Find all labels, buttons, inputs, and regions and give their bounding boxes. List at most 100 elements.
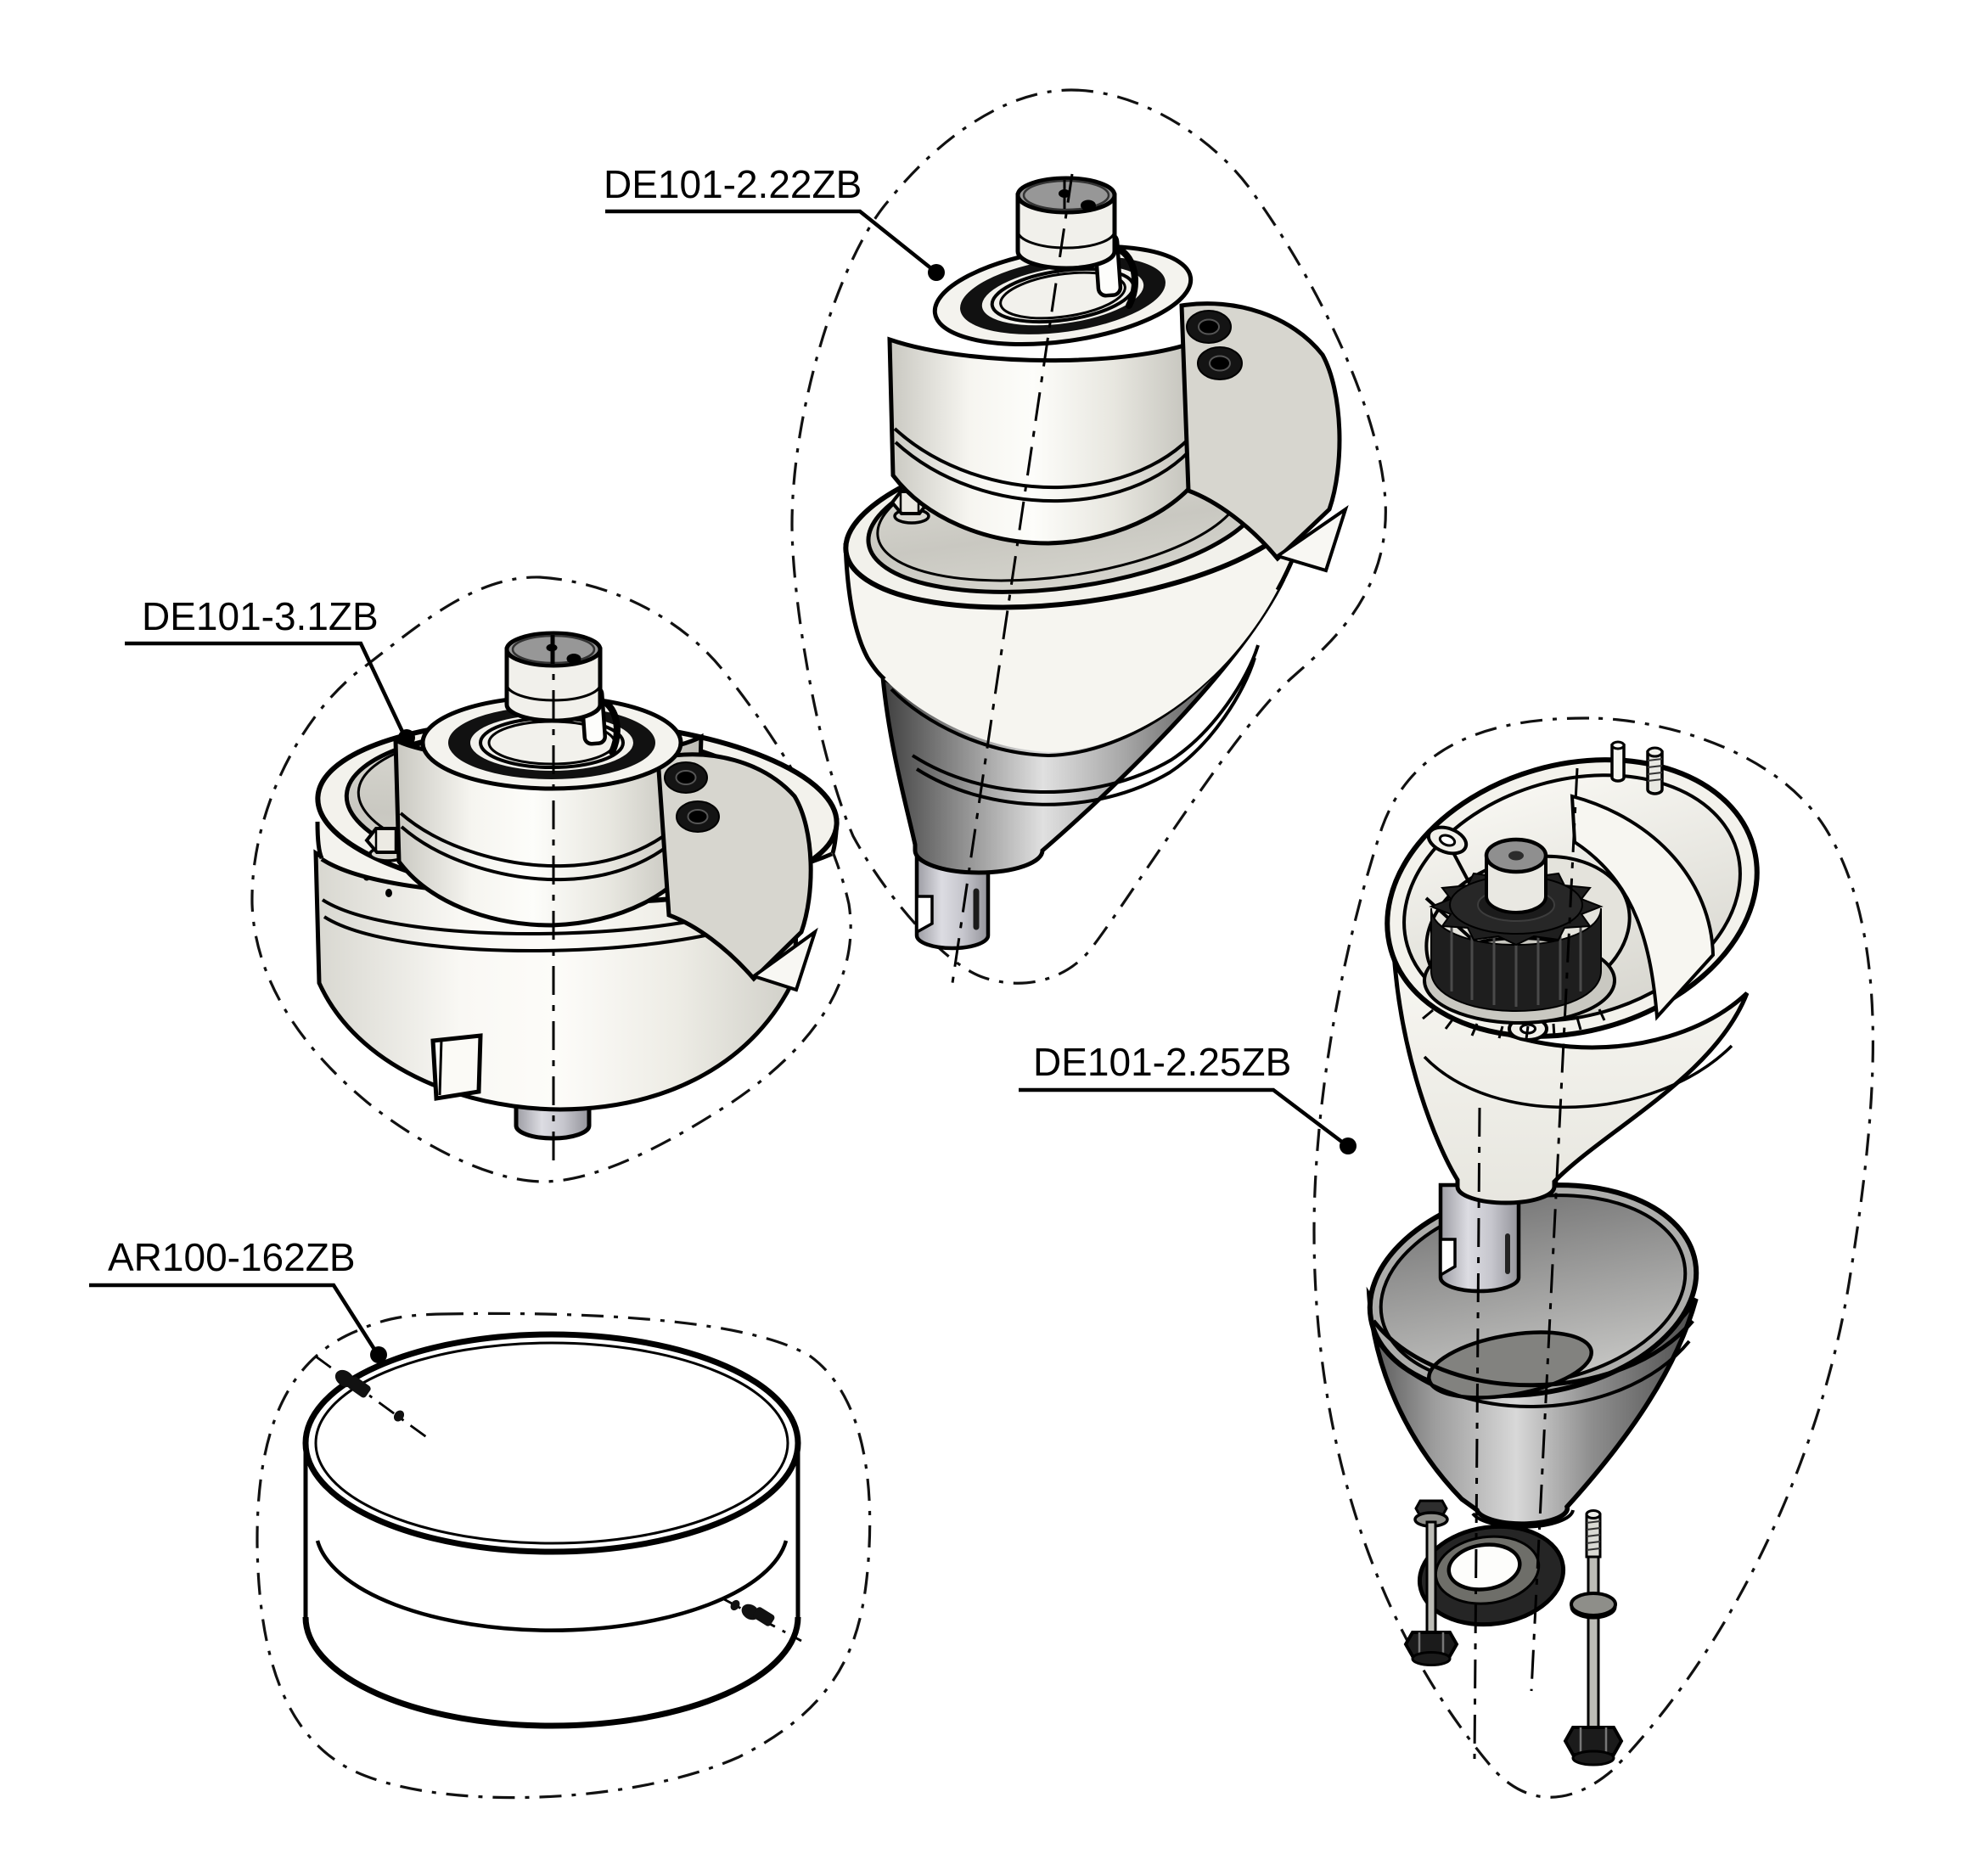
- gear-hub: [1484, 837, 1548, 914]
- housing-cone: [1390, 945, 1750, 1205]
- shaft-notch: [1439, 1238, 1457, 1278]
- bowl-band-1: [1372, 1319, 1694, 1388]
- housing-cone-seam: [1423, 1044, 1733, 1109]
- bolt-facets: [374, 828, 397, 852]
- drive-unit-drawing-left: [313, 631, 840, 1170]
- assembly-exploded: DE101-2.25ZB: [1019, 716, 1875, 1799]
- bolt-thread-top: [1585, 1509, 1602, 1519]
- part-number-text: AR100-162ZB: [108, 1235, 356, 1279]
- ring-sides: [303, 1443, 800, 1617]
- leader-dot: [1340, 1137, 1357, 1154]
- part-number-text: DE101-2.22ZB: [604, 162, 862, 206]
- cap-hole-side: [566, 654, 581, 664]
- bowl-interior-bottom: [1427, 1330, 1593, 1400]
- drum-notch-edge: [438, 1038, 443, 1096]
- drum-dot2: [385, 889, 392, 897]
- bracket-gusset: [1273, 505, 1349, 573]
- ring-screw-upper-left: [315, 1355, 432, 1442]
- bolt-right: [1563, 1509, 1624, 1766]
- leader-dot: [370, 1346, 387, 1363]
- screw-body: [347, 1376, 371, 1398]
- bracket-gusset: [750, 927, 818, 992]
- assembly-left-drive-unit: DE101-3.1ZB: [125, 576, 852, 1183]
- stud-top: [1610, 740, 1626, 750]
- leader-dot: [928, 264, 945, 281]
- ring-top-outer: [302, 1331, 801, 1555]
- leader-line: [605, 209, 934, 271]
- ring-bottom-arc: [302, 1616, 801, 1729]
- bolt-collar-edge: [1570, 1606, 1617, 1620]
- bolt-shank: [1587, 1555, 1600, 1730]
- rim-stud-plain: [1610, 740, 1626, 783]
- bracket-screw-upper: [664, 761, 708, 794]
- balloon-outline-left: [250, 576, 852, 1183]
- stud-body: [1610, 744, 1626, 783]
- screw-socket: [1209, 355, 1231, 372]
- bearing-race: [470, 715, 633, 771]
- exploded-drawing: [1366, 740, 1760, 1766]
- bolt-left: [1403, 1499, 1459, 1666]
- bolt-facets: [1418, 1632, 1445, 1656]
- screw-socket: [675, 770, 697, 785]
- ring-inner-bottom-arc: [315, 1540, 789, 1632]
- center-axis-top: [951, 173, 1074, 984]
- cap-snapring: [1119, 248, 1138, 309]
- leader-line: [89, 1283, 377, 1352]
- leader-dot: [398, 729, 415, 746]
- part-label-left: DE101-3.1ZB: [125, 594, 415, 746]
- assembly-top-drive-unit: DE101-2.22ZB: [604, 88, 1387, 985]
- side-bracket: [1179, 301, 1349, 573]
- screw-socket: [687, 809, 709, 824]
- stud-top: [1646, 746, 1664, 758]
- ring-screw-lower-right: [723, 1598, 802, 1643]
- side-bracket: [655, 752, 818, 992]
- bracket-screw-lower: [676, 800, 720, 833]
- bolt-shank: [1425, 1520, 1437, 1634]
- housing-boss-1: [1426, 825, 1469, 856]
- cylinder-bands: [893, 419, 1205, 503]
- part-label-ring: AR100-162ZB: [89, 1235, 387, 1363]
- seal-bore: [1446, 1542, 1522, 1592]
- bolt-hex-head: [1563, 1726, 1624, 1756]
- part-number-text: DE101-2.25ZB: [1033, 1040, 1291, 1084]
- bowl-band-2: [1376, 1340, 1691, 1408]
- screw-body: [753, 1607, 775, 1626]
- housing-shelf: [1570, 794, 1716, 1021]
- center-axis-housing: [1530, 767, 1579, 1692]
- screw-pin: [393, 1410, 405, 1422]
- bolt-head-bottom: [1571, 1750, 1615, 1766]
- part-label-exploded: DE101-2.25ZB: [1019, 1040, 1357, 1154]
- boss-hole: [1438, 834, 1457, 847]
- bracket-screw-upper: [1186, 310, 1232, 344]
- bolt-thread-hatch: [1586, 1520, 1601, 1551]
- cap-snapring: [603, 699, 621, 755]
- part-number-text: DE101-3.1ZB: [142, 594, 379, 638]
- large-gear-teeth: [1422, 1008, 1606, 1040]
- rim-stud-threaded: [1646, 746, 1664, 795]
- cap-body: [504, 647, 603, 723]
- bracket-screw-lower: [1197, 346, 1243, 380]
- bolt-collar: [1570, 1592, 1617, 1617]
- ring-drawing: [302, 1331, 802, 1729]
- bolt-facets: [1579, 1727, 1608, 1755]
- balloon-outline-top: [790, 88, 1387, 985]
- upper-cylinder: [887, 331, 1211, 546]
- balloon-outline-ring: [256, 1312, 872, 1800]
- ring-top-inner: [314, 1341, 789, 1545]
- pinion-flanks: [1450, 918, 1582, 1007]
- screw-axis: [315, 1355, 432, 1442]
- bolt-head-bottom: [1411, 1651, 1452, 1666]
- seal-ring: [1417, 1524, 1566, 1627]
- hub-hole: [1508, 851, 1524, 861]
- leader-line: [125, 641, 406, 734]
- drum-notch: [430, 1033, 483, 1101]
- cap-lip: [1016, 230, 1116, 250]
- cap-body: [1015, 193, 1117, 271]
- part-label-top: DE101-2.22ZB: [604, 162, 945, 281]
- drive-unit-drawing-top: [843, 173, 1349, 984]
- bowl-bottom-edge: [1471, 1509, 1575, 1529]
- input-cap: [1015, 176, 1138, 309]
- screw-pin: [730, 1599, 740, 1611]
- screw-socket: [1198, 318, 1220, 335]
